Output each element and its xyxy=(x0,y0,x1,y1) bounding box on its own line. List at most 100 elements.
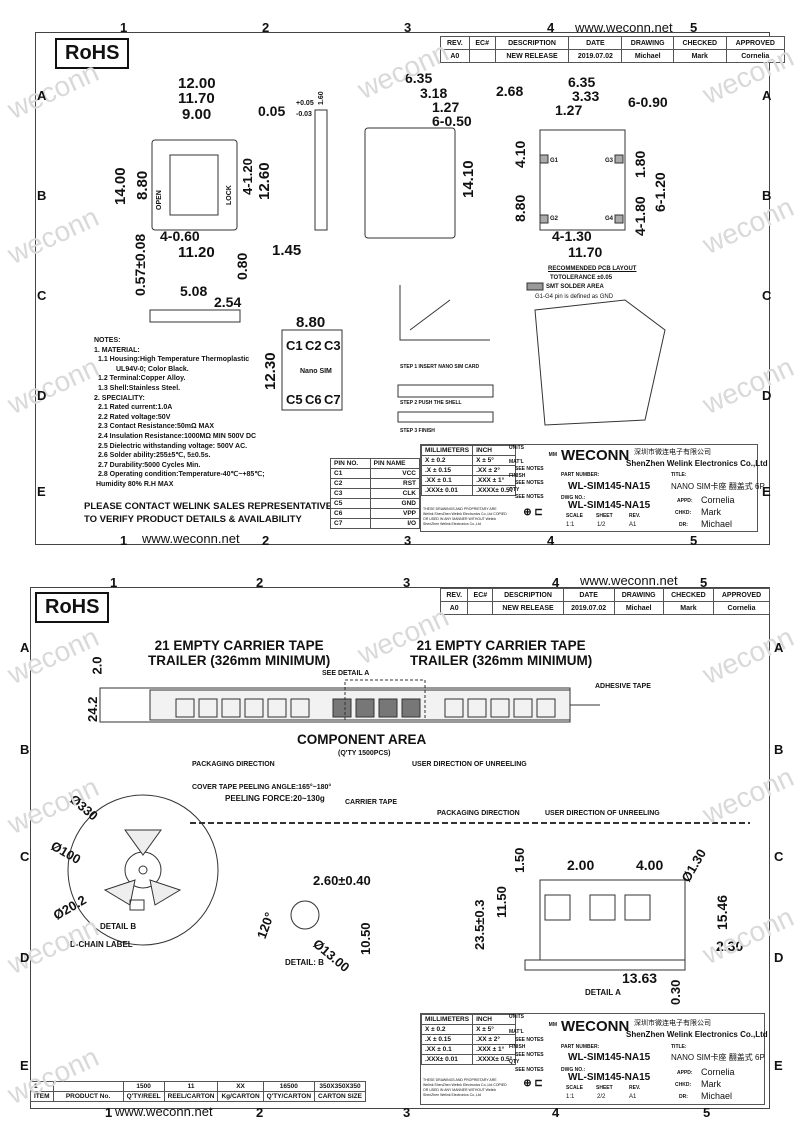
drawing-title: NANO SIM卡座 翻盖式 6P xyxy=(671,1053,765,1062)
pin-no: C1 xyxy=(330,468,371,479)
rev-value: A0 xyxy=(440,49,470,63)
component-qty: (Q'TY 1500PCS) xyxy=(338,750,391,757)
company-name-cn: 深圳市微连电子有限公司 xyxy=(634,449,711,456)
see-detail-a: SEE DETAIL A xyxy=(322,670,370,677)
grid-number: 3 xyxy=(404,20,412,35)
grid-letter: A xyxy=(37,88,47,103)
rev-label: REV. xyxy=(629,513,641,519)
grid-letter: C xyxy=(20,849,30,864)
dim-label: 1.60 xyxy=(318,91,325,105)
grid-letter: E xyxy=(37,484,46,499)
peel-force: PEELING FORCE:20~130g xyxy=(225,794,325,803)
grid-letter: D xyxy=(37,388,47,403)
grid-number: 2 xyxy=(262,533,270,548)
chkd-label: CHKD: xyxy=(675,1082,692,1088)
qty-label: QTY xyxy=(509,1059,520,1065)
pack-header: Q'TY/CARTON xyxy=(262,1091,316,1102)
appd-label: APPD: xyxy=(677,498,693,504)
trailer-line: 21 EMPTY CARRIER TAPE xyxy=(154,638,324,653)
scale-label: SCALE xyxy=(566,1085,583,1091)
grid-number: 5 xyxy=(690,533,698,548)
rev-header: DATE xyxy=(562,588,615,602)
dim-label: 13.63 xyxy=(622,970,658,986)
note-line: 2.1 Rated current:1.0A xyxy=(98,404,173,412)
sim-contact-c1: C1 xyxy=(286,338,303,353)
finish-label: FINISH xyxy=(509,473,526,479)
dr-label: DR: xyxy=(679,1094,688,1100)
drawing-title: NANO SIM卡座 翻盖式 6P xyxy=(671,482,765,491)
pin-no: C3 xyxy=(330,488,371,499)
dim-label: 11.50 xyxy=(494,886,509,918)
grid-number: 5 xyxy=(690,20,698,35)
pack-header: CARTON SIZE xyxy=(314,1091,366,1102)
sim-card-label: Nano SIM xyxy=(300,368,332,375)
matl-label: MAT'L xyxy=(509,1029,524,1035)
chkd-label: CHKD: xyxy=(675,510,692,516)
pack-value: 11 xyxy=(163,1081,219,1092)
units-value: MM xyxy=(548,452,557,458)
grid-number: 1 xyxy=(105,1105,113,1120)
dr-value: Michael xyxy=(701,1091,733,1101)
dim-label: 0.30 xyxy=(668,979,683,1005)
sheet2-border xyxy=(30,587,770,1109)
dim-label: 11.70 xyxy=(178,90,215,107)
rev-header: CHECKED xyxy=(672,36,727,50)
grid-number: 1 xyxy=(120,533,128,548)
sim-contact-c3: C3 xyxy=(324,338,341,353)
dim-label: 6.35 xyxy=(405,70,433,86)
dim-label: 6-0.90 xyxy=(628,94,668,110)
part-number-label: PART NUMBER: xyxy=(561,1044,600,1050)
rev-value: A1 xyxy=(629,522,637,528)
rev-value: Cornelia xyxy=(713,601,770,615)
trailer-line: TRAILER (326mm MINIMUM) xyxy=(148,653,331,668)
rev-value: A1 xyxy=(629,1094,637,1100)
sheet1-border xyxy=(35,32,770,545)
grid-letter: E xyxy=(762,484,771,499)
finish-label: FINISH xyxy=(509,1044,526,1050)
grid-number: 4 xyxy=(547,533,555,548)
pack-value: 16500 xyxy=(262,1081,316,1092)
tol-cell: .XXX± 0.01 xyxy=(420,485,474,496)
pin-name: VCC xyxy=(369,468,421,479)
qty-value: SEE NOTES xyxy=(515,1066,544,1073)
dim-label: 1.45 xyxy=(272,242,302,259)
rev-value: NEW RELEASE xyxy=(494,49,570,63)
grid-number: 4 xyxy=(547,20,555,35)
pack-value: 350X350X350 xyxy=(314,1081,366,1092)
dim-label: 2.54 xyxy=(214,294,242,310)
scale-value: 1:1 xyxy=(566,522,575,528)
note-line: 2.5 Dielectric withstanding voltage: 500… xyxy=(98,442,248,450)
note-line: 2.8 Operating condition:Temperature-40℃~… xyxy=(98,471,265,479)
rev-value: Mark xyxy=(662,601,715,615)
dim-label: 9.00 xyxy=(182,106,212,123)
grid-letter: A xyxy=(774,640,784,655)
sim-contact-c6: C6 xyxy=(305,392,322,407)
scale-value: 1:1 xyxy=(566,1094,575,1100)
pack-value: 1 xyxy=(30,1081,54,1092)
rev-header: DESCRIPTION xyxy=(492,588,564,602)
grid-letter: B xyxy=(762,188,772,203)
sim-contact-c2: C2 xyxy=(305,338,322,353)
dim-label: 24.2 xyxy=(85,696,100,722)
dr-value: Michael xyxy=(701,519,733,529)
step-label: STEP 2 PUSH THE SHELL xyxy=(400,400,462,406)
dim-label: 8.80 xyxy=(296,314,326,331)
company-name-en: ShenZhen Welink Electronics Co.,Ltd xyxy=(626,459,768,468)
dim-label: 6-0.50 xyxy=(432,113,472,129)
pack-header: REEL/CARTON xyxy=(163,1091,219,1102)
pack-header: ITEM xyxy=(30,1091,54,1102)
pin-header: PIN NAME xyxy=(369,458,421,469)
grid-letter: B xyxy=(20,742,30,757)
notes-block: NOTES: 1. MATERIAL: 1.1 Housing:High Tem… xyxy=(94,336,265,490)
step-label: STEP 1 INSERT NANO SIM CARD xyxy=(400,364,480,370)
pin-no: C2 xyxy=(330,478,371,489)
dim-label: 6-1.20 xyxy=(652,172,668,212)
rev-header: DATE xyxy=(568,36,623,50)
part-number: WL-SIM145-NA15 xyxy=(568,1052,651,1063)
